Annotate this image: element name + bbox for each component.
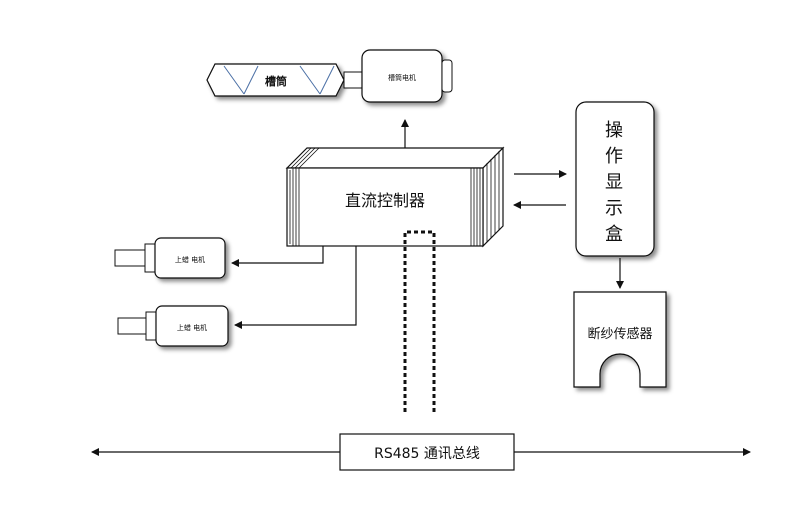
- feed-motor-1: 上蜡 电机: [114, 237, 226, 279]
- drum: 槽筒: [206, 63, 345, 97]
- bus-drop-line: [403, 230, 436, 412]
- arrow-to-feed-motor-2: [234, 246, 357, 329]
- controller-box: 直流控制器: [285, 146, 505, 248]
- bus-label-box: [339, 433, 515, 471]
- display-char-4: 示: [605, 198, 623, 219]
- yarn-sensor: 断纱传感器: [573, 291, 667, 388]
- display-char-5: 盒: [605, 224, 623, 245]
- drum-label: 槽筒: [265, 74, 287, 88]
- arrow-to-feed-motor-1: [231, 246, 324, 267]
- display-box: 操 作 显 示 盒: [575, 101, 655, 257]
- yarn-sensor-label: 断纱传感器: [587, 326, 652, 342]
- feed-motor-1-label: 上蜡 电机: [175, 255, 205, 264]
- controller-label: 直流控制器: [345, 191, 425, 210]
- drum-shaft: [343, 71, 363, 89]
- drum-motor-label: 槽筒电机: [388, 73, 416, 82]
- display-char-3: 显: [605, 172, 623, 193]
- feed-motor-2: 上蜡 电机: [117, 305, 229, 347]
- feed-motor-2-label: 上蜡 电机: [177, 323, 207, 332]
- display-char-2: 作: [605, 146, 623, 167]
- drum-motor: 槽筒电机: [361, 49, 453, 103]
- display-char-1: 操: [605, 120, 623, 141]
- bus-label: RS485 通讯总线: [374, 446, 480, 462]
